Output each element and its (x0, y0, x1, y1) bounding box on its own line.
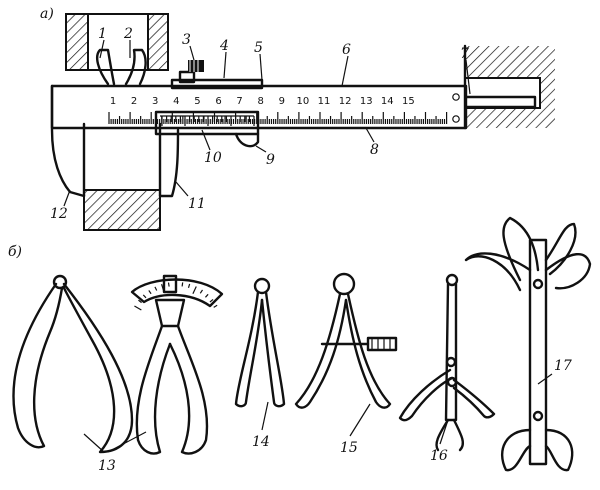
label-12: 12 (50, 206, 68, 222)
dial-tick (134, 305, 142, 311)
section-a-label: а) (40, 6, 54, 22)
label-9: 9 (266, 152, 275, 168)
outside-caliper (12, 274, 134, 454)
label-15: 15 (340, 440, 358, 456)
dial-tick (187, 283, 191, 288)
main-scale-number: 14 (381, 96, 394, 107)
main-scale-number: 4 (173, 96, 179, 107)
label-6: 6 (342, 42, 351, 58)
label-5: 5 (254, 40, 263, 56)
label-17: 17 (554, 358, 572, 374)
main-scale-number: 10 (297, 96, 310, 107)
label-7: 7 (460, 46, 469, 62)
label-14: 14 (252, 434, 270, 450)
clamp-screw (188, 60, 204, 72)
label-13: 13 (98, 458, 116, 474)
dial-tick (142, 294, 147, 299)
label-2: 2 (123, 26, 133, 42)
label-8: 8 (370, 142, 379, 158)
main-scale-number: 7 (236, 96, 242, 107)
slider-top (170, 70, 264, 90)
dial-tick (209, 299, 214, 303)
main-scale-number: 11 (318, 96, 331, 107)
section-b-label: б) (8, 244, 22, 260)
main-scale-number: 6 (215, 96, 221, 107)
dial-tick (148, 290, 152, 295)
dial-tick (213, 304, 218, 308)
dial-tick (138, 299, 142, 304)
label-11: 11 (188, 196, 206, 212)
label-3: 3 (182, 32, 191, 48)
thumb-wheel (234, 132, 260, 148)
transfer-caliper (398, 273, 496, 452)
label-1: 1 (98, 26, 107, 42)
upper-jaw-moving (124, 48, 147, 86)
dial-tick (154, 286, 158, 291)
vernier-frame (154, 110, 260, 136)
main-scale-number: 5 (194, 96, 200, 107)
vernier-scale-ticks (161, 116, 255, 126)
main-scale-ticks (108, 112, 448, 124)
label-16: 16 (430, 448, 448, 464)
workpiece-right (463, 44, 555, 130)
workpiece-bottom (83, 189, 161, 231)
spring-caliper (294, 272, 398, 409)
main-scale-number: 2 (131, 96, 137, 107)
dial-tick (181, 282, 184, 287)
label-4: 4 (219, 38, 229, 54)
main-scale-number: 8 (258, 96, 264, 107)
double-caliper (464, 216, 592, 472)
leader-lines-b (83, 373, 553, 453)
dial-tick (199, 289, 203, 294)
depth-rod (464, 95, 537, 109)
main-scale-number: 9 (279, 96, 285, 107)
leader-lines (63, 39, 471, 207)
main-scale-number: 13 (360, 96, 373, 107)
inside-caliper (234, 277, 286, 408)
label-10: 10 (204, 150, 222, 166)
dial-tick (192, 286, 197, 295)
dial-caliper (130, 274, 224, 455)
main-scale-number: 12 (339, 96, 352, 107)
dial-tick (167, 282, 170, 287)
main-scale-number: 15 (402, 96, 415, 107)
upper-jaw-fixed (96, 48, 116, 86)
main-scale-number: 3 (152, 96, 158, 107)
main-scale-number: 1 (110, 96, 116, 107)
dial-tick (204, 293, 209, 298)
workpiece-top (65, 13, 169, 71)
